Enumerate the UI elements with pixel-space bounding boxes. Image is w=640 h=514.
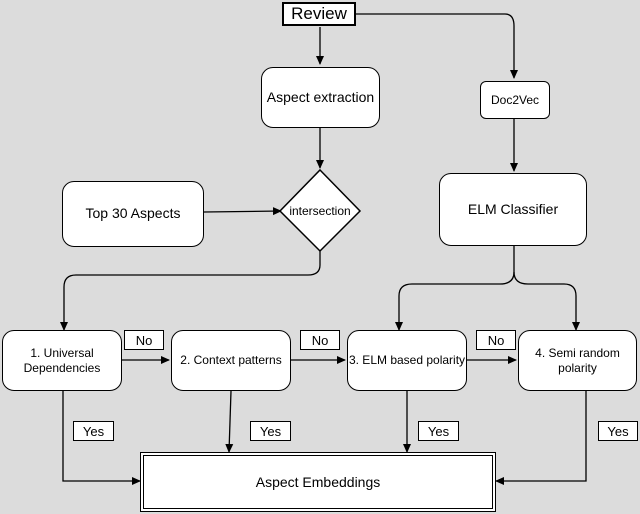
edge-context-to-embeddings	[225, 390, 234, 453]
doc2vec-node: Doc2Vec	[480, 81, 550, 119]
no-label-2: No	[300, 330, 340, 350]
edge-review-to-doc2vec	[356, 13, 518, 79]
edge-top30-to-intersection	[203, 207, 282, 216]
top30-node: Top 30 Aspects	[62, 181, 204, 247]
context-patterns-node: 2. Context patterns	[171, 330, 291, 391]
elm-polarity-node: 3. ELM based polarity	[347, 330, 467, 391]
intersection-label: intersection	[289, 204, 351, 218]
elm-classifier-label: ELM Classifier	[467, 200, 559, 217]
edge-intersection-to-universal-dependencies	[60, 251, 321, 331]
elm-classifier-node: ELM Classifier	[439, 173, 587, 246]
aspect-extraction-label: Aspect extraction	[266, 88, 375, 105]
aspect-extraction-node: Aspect extraction	[261, 67, 380, 128]
yes-label-4: Yes	[598, 421, 638, 441]
intersection-diamond	[278, 168, 362, 253]
context-patterns-label: 2. Context patterns	[180, 353, 282, 367]
aspect-embeddings-node: Aspect Embeddings	[140, 452, 496, 512]
semi-random-node: 4. Semi random polarity	[518, 330, 637, 391]
review-node: Review	[282, 2, 356, 26]
top30-label: Top 30 Aspects	[85, 205, 181, 222]
review-label: Review	[291, 4, 347, 24]
intersection-node: intersection	[280, 198, 360, 224]
no-label-1: No	[124, 330, 164, 350]
yes-label-3: Yes	[418, 421, 459, 441]
elm-polarity-label: 3. ELM based polarity	[348, 353, 466, 367]
no-label-3: No	[476, 330, 516, 350]
semi-random-label: 4. Semi random polarity	[535, 345, 620, 375]
yes-label-1: Yes	[73, 421, 114, 441]
doc2vec-label: Doc2Vec	[490, 92, 540, 107]
edge-ud-to-embeddings	[62, 391, 141, 485]
yes-label-2: Yes	[250, 421, 291, 441]
edge-elm-classifier-split	[395, 246, 515, 331]
edge-elm-classifier-to-semi-random	[513, 271, 580, 331]
edge-semi-to-embeddings	[495, 391, 587, 485]
aspect-embeddings-label: Aspect Embeddings	[255, 474, 381, 490]
universal-dependencies-node: 1. Universal Dependencies	[2, 330, 122, 391]
universal-dependencies-label: 1. Universal Dependencies	[23, 345, 101, 375]
